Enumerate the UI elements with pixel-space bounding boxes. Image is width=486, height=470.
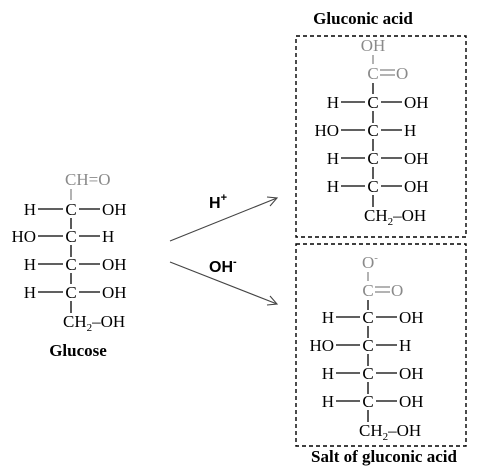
gluconic-acid-row1-right: OH [404, 93, 429, 112]
gluconic-acid-carbon: C [367, 149, 378, 168]
glucose-row3-right: OH [102, 255, 127, 274]
gluconate-carboxyl-carbon: C [362, 281, 373, 300]
gluconic-acid-row1-left: H [327, 93, 339, 112]
acid-condition: H+ [209, 192, 227, 212]
gluconic-acid-row4-left: H [327, 177, 339, 196]
gluconic-acid-row2-right: H [404, 121, 416, 140]
glucose-structure: CH=O H C OH HO C H H C OH H C OH CH2–OH [11, 170, 126, 334]
gluconate-structure: O- C O H C OH HO C H H C OH H C OH [309, 252, 423, 443]
gluconic-acid-carboxyl-carbon: C [367, 64, 378, 83]
gluconate-ch2oh: CH2–OH [359, 421, 421, 443]
glucose-row4-right: OH [102, 283, 127, 302]
gluconic-acid-carbon: C [367, 177, 378, 196]
gluconate-carbon: C [362, 336, 373, 355]
gluconic-acid-row2-left: HO [314, 121, 339, 140]
base-reaction-arrow [169, 261, 279, 306]
gluconate-row1-left: H [322, 308, 334, 327]
gluconic-acid-ch2oh: CH2–OH [364, 206, 426, 228]
glucose-aldehyde-group: CH=O [65, 170, 110, 189]
gluconate-oxygen: O- [362, 252, 378, 272]
acid-reaction-arrow [169, 196, 279, 242]
gluconic-acid-hydroxyl: OH [361, 36, 386, 55]
gluconic-acid-carbonyl-oxygen: O [396, 64, 408, 83]
glucose-carbon: C [65, 227, 76, 246]
glucose-label: Glucose [49, 341, 107, 360]
glucose-carbon: C [65, 283, 76, 302]
gluconate-row4-right: OH [399, 392, 424, 411]
gluconic-acid-row4-right: OH [404, 177, 429, 196]
gluconate-carbon: C [362, 392, 373, 411]
gluconic-acid-box [295, 35, 467, 238]
gluconic-acid-carbon: C [367, 93, 378, 112]
gluconic-acid-row3-right: OH [404, 149, 429, 168]
gluconic-acid-structure: OH C O H C OH HO C H H C OH H C OH [314, 36, 428, 228]
gluconic-acid-label: Gluconic acid [313, 9, 413, 28]
gluconate-row3-right: OH [399, 364, 424, 383]
gluconate-row1-right: OH [399, 308, 424, 327]
glucose-row4-left: H [24, 283, 36, 302]
gluconate-row2-right: H [399, 336, 411, 355]
gluconate-box [295, 243, 467, 447]
glucose-row1-left: H [24, 200, 36, 219]
gluconate-label: Salt of gluconic acid [311, 447, 457, 466]
glucose-row1-right: OH [102, 200, 127, 219]
glucose-row3-left: H [24, 255, 36, 274]
gluconic-acid-carbon: C [367, 121, 378, 140]
base-condition: OH- [209, 256, 237, 276]
glucose-row2-left: HO [11, 227, 36, 246]
gluconate-carbon: C [362, 308, 373, 327]
glucose-carbon: C [65, 255, 76, 274]
glucose-ch2oh: CH2–OH [63, 312, 125, 334]
gluconate-carbon: C [362, 364, 373, 383]
gluconate-row2-left: HO [309, 336, 334, 355]
gluconate-row4-left: H [322, 392, 334, 411]
glucose-row2-right: H [102, 227, 114, 246]
gluconate-carbonyl-oxygen: O [391, 281, 403, 300]
glucose-carbon: C [65, 200, 76, 219]
gluconic-acid-row3-left: H [327, 149, 339, 168]
gluconate-row3-left: H [322, 364, 334, 383]
